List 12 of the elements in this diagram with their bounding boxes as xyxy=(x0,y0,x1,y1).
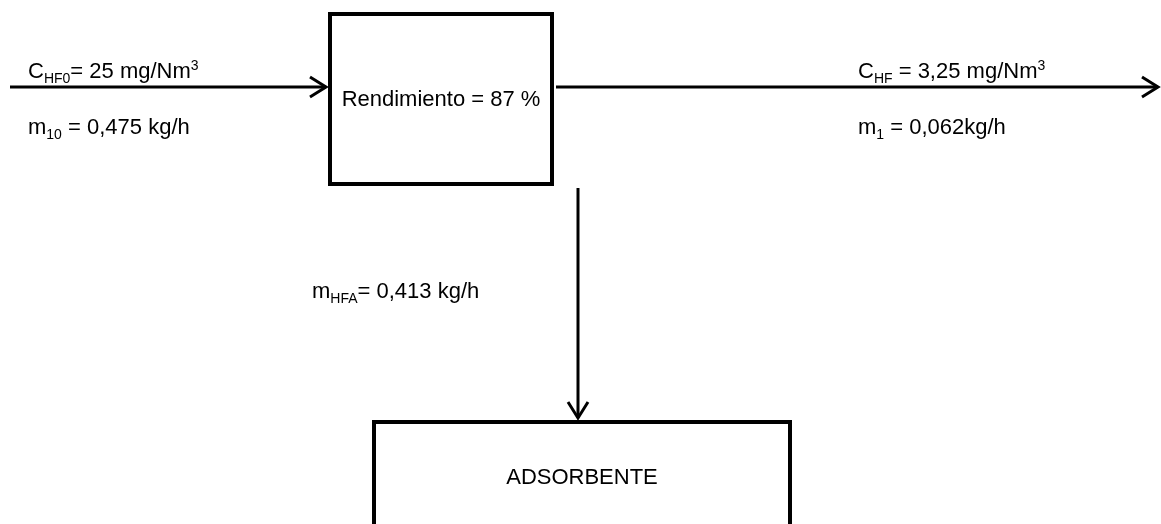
edge-label: m$_{HFA}$= 0,413 kg/h xyxy=(312,278,480,304)
box-text: Rendimiento = 87 % xyxy=(341,86,541,112)
edge-label: C$_{HF}$ = 3,25 mg/Nm$^{3}$ xyxy=(858,58,1046,84)
flow-rate-label: m$_{1}$ = 0,062kg/h xyxy=(858,114,1006,140)
process-box xyxy=(372,420,792,524)
arrow xyxy=(556,75,1160,99)
arrow xyxy=(10,75,328,99)
box-text: ADSORBENTE xyxy=(506,464,658,490)
arrow xyxy=(566,188,590,420)
flow-rate-label: m$_{10}$ = 0,475 kg/h xyxy=(28,114,190,140)
edge-label: C$_{HF0}$= 25 mg/Nm$^{3}$ xyxy=(28,58,199,84)
process-box xyxy=(328,12,554,186)
